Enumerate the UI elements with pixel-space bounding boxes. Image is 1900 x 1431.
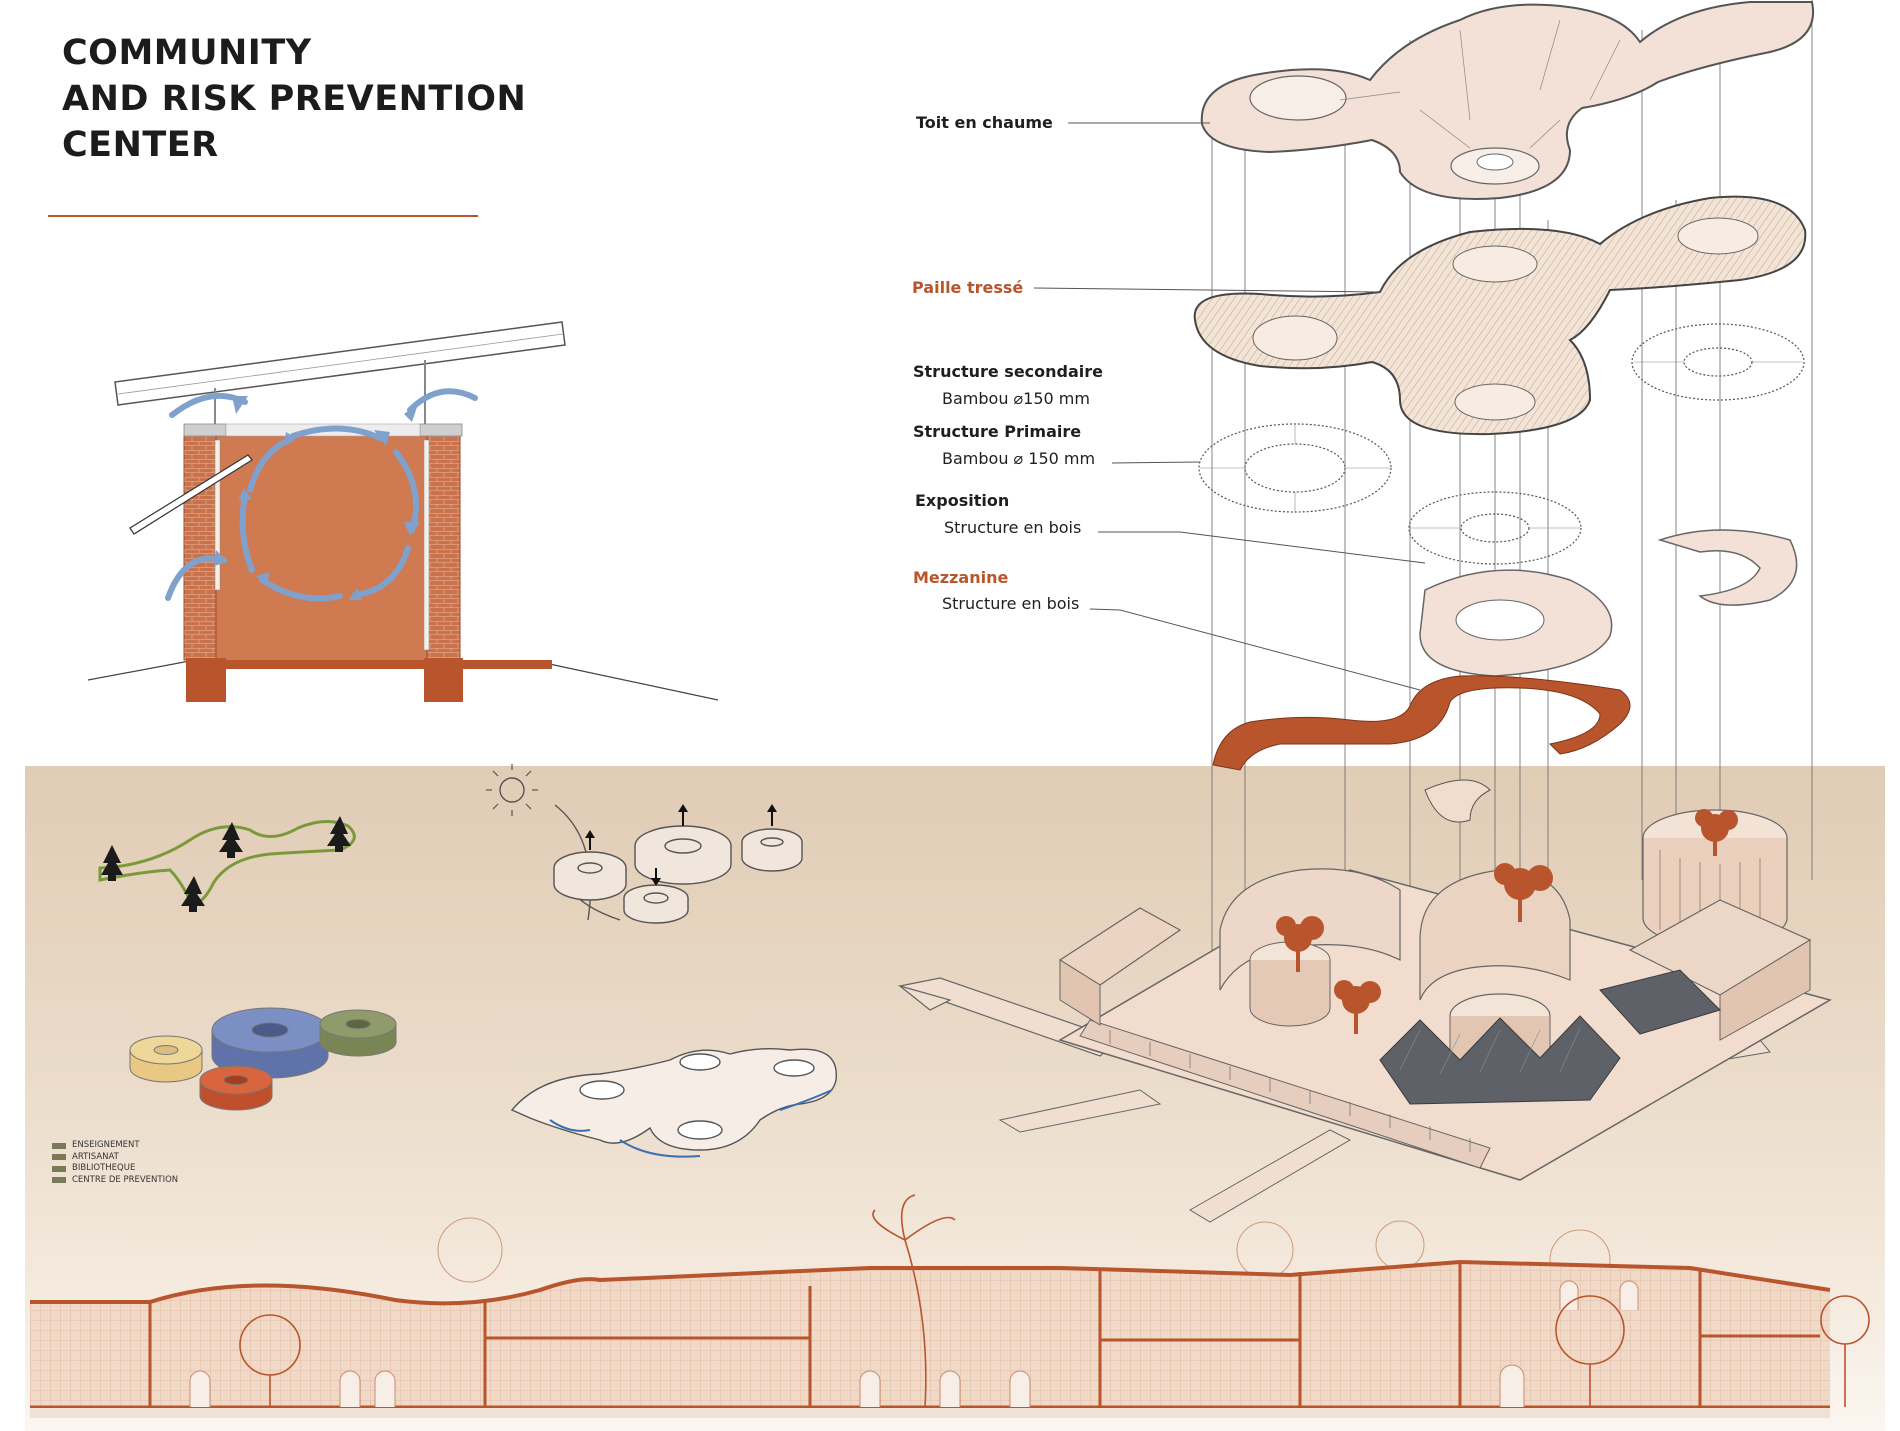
label-toit-en-chaume: Toit en chaume [916,113,1053,132]
label-structure-primaire-detail: Bambou ⌀ 150 mm [942,449,1096,468]
label-structure-secondaire-detail: Bambou ⌀150 mm [942,389,1090,408]
legend-label: BIBLIOTHEQUE [72,1163,136,1173]
site-trees [1276,809,1738,1034]
title-line-3: CENTER [62,125,219,165]
label-structure-primaire: Structure Primaire [913,422,1082,441]
roof-plan-diagram [510,1047,837,1158]
legend-row: ENSEIGNEMENT [52,1140,178,1152]
path-and-trees-diagram [98,816,356,912]
label-paille-tresse: Paille tressé [912,278,1024,297]
title-line-1: COMMUNITY [62,33,312,73]
legend-swatch [52,1154,66,1161]
legend-row: BIBLIOTHEQUE [52,1163,178,1175]
title-line-2: AND RISK PREVENTION [62,79,527,119]
leader-lines [1033,122,1426,691]
legend-label: ENSEIGNEMENT [72,1140,140,1150]
long-section-elevation [30,1194,1870,1418]
page-title: COMMUNITY AND RISK PREVENTION CENTER [62,30,526,168]
legend-swatch [52,1177,66,1184]
legend-label: CENTRE DE PREVENTION [72,1174,179,1185]
legend-row: CENTRE DE PREVENTION [52,1175,178,1187]
label-mezzanine-detail: Structure en bois [942,594,1080,613]
legend-swatch [52,1165,66,1172]
label-structure-secondaire: Structure secondaire [913,362,1104,381]
legend-swatch [52,1142,66,1149]
label-mezzanine: Mezzanine [913,568,1009,587]
exploded-axonometric [1193,0,1815,1060]
label-exposition: Exposition [915,491,1010,510]
legend-row: ARTISANAT [52,1152,178,1164]
legend-label: ARTISANAT [72,1151,119,1162]
program-volumes-diagram [129,1007,397,1111]
program-legend: ENSEIGNEMENT ARTISANAT BIBLIOTHEQUE CENT… [52,1140,178,1186]
ventilation-section-diagram [87,321,719,702]
site-axonometric [897,809,1832,1223]
sun-volumes-diagram [486,764,803,924]
label-exposition-detail: Structure en bois [944,518,1082,537]
title-underline [48,215,478,217]
